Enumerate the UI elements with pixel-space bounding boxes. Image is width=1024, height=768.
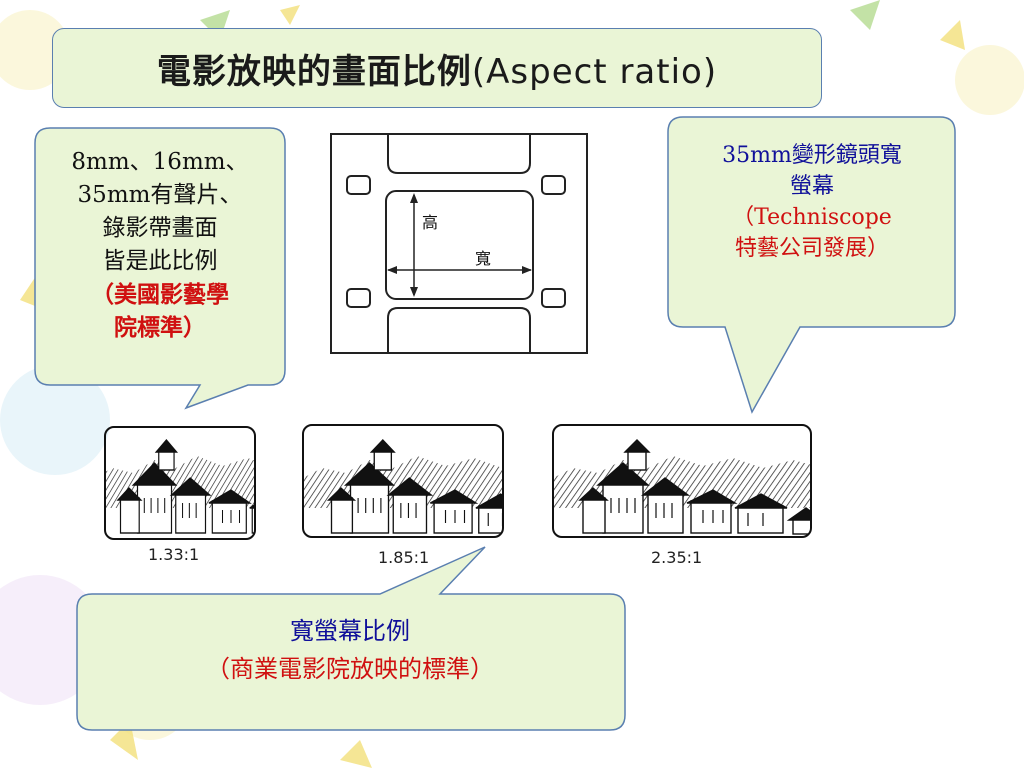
bottom-callout-line-highlight: （商業電影院放映的標準） [206,655,494,683]
bottom-callout-line: 寬螢幕比例 [290,617,410,645]
left-callout-line: 皆是此比例 [102,248,218,274]
right-callout-line-highlight: （Techniscope [732,205,892,230]
title-box: 電影放映的畫面比例(Aspect ratio) [52,28,822,108]
ratio-label-1: 1.33:1 [148,545,200,564]
bottom-callout-text: 寬螢幕比例 （商業電影院放映的標準） [80,612,620,688]
right-callout-text: 35mm變形鏡頭寬 螢幕 （Techniscope 特藝公司發展） [672,140,952,264]
left-callout-shape [34,127,286,410]
left-callout-text: 8mm、16mm、 35mm有聲片、 錄影帶畫面 皆是此比例 （美國影藝學 院標… [40,146,280,344]
title-chinese: 電影放映的畫面比例 [156,51,472,92]
frame-2-35 [552,424,812,538]
bottom-callout-shape [76,546,626,731]
title-english: (Aspect ratio) [471,51,718,92]
left-callout-line: 8mm、16mm、 [71,149,249,175]
slide-title: 電影放映的畫面比例(Aspect ratio) [157,44,717,93]
ratio-label-2: 1.85:1 [378,548,430,567]
left-callout-line-highlight: （美國影藝學 [91,281,229,308]
frame-1-33 [104,426,256,540]
left-callout-line-highlight: 院標準） [114,314,206,341]
width-label: 寬 [475,249,492,268]
frame-1-85 [302,424,504,538]
height-label: 高 [422,213,439,232]
right-callout-line-highlight: 特藝公司發展） [734,236,889,261]
ratio-label-3: 2.35:1 [651,548,703,567]
right-callout-line: 螢幕 [789,174,834,199]
left-callout-line: 錄影帶畫面 [102,215,218,241]
right-callout-shape [667,116,956,414]
film-frame-diagram: 高 寬 [330,133,590,355]
right-callout-line: 35mm變形鏡頭寬 [722,143,902,168]
left-callout-line: 35mm有聲片、 [77,182,243,208]
film-frame-drawing [330,133,588,354]
